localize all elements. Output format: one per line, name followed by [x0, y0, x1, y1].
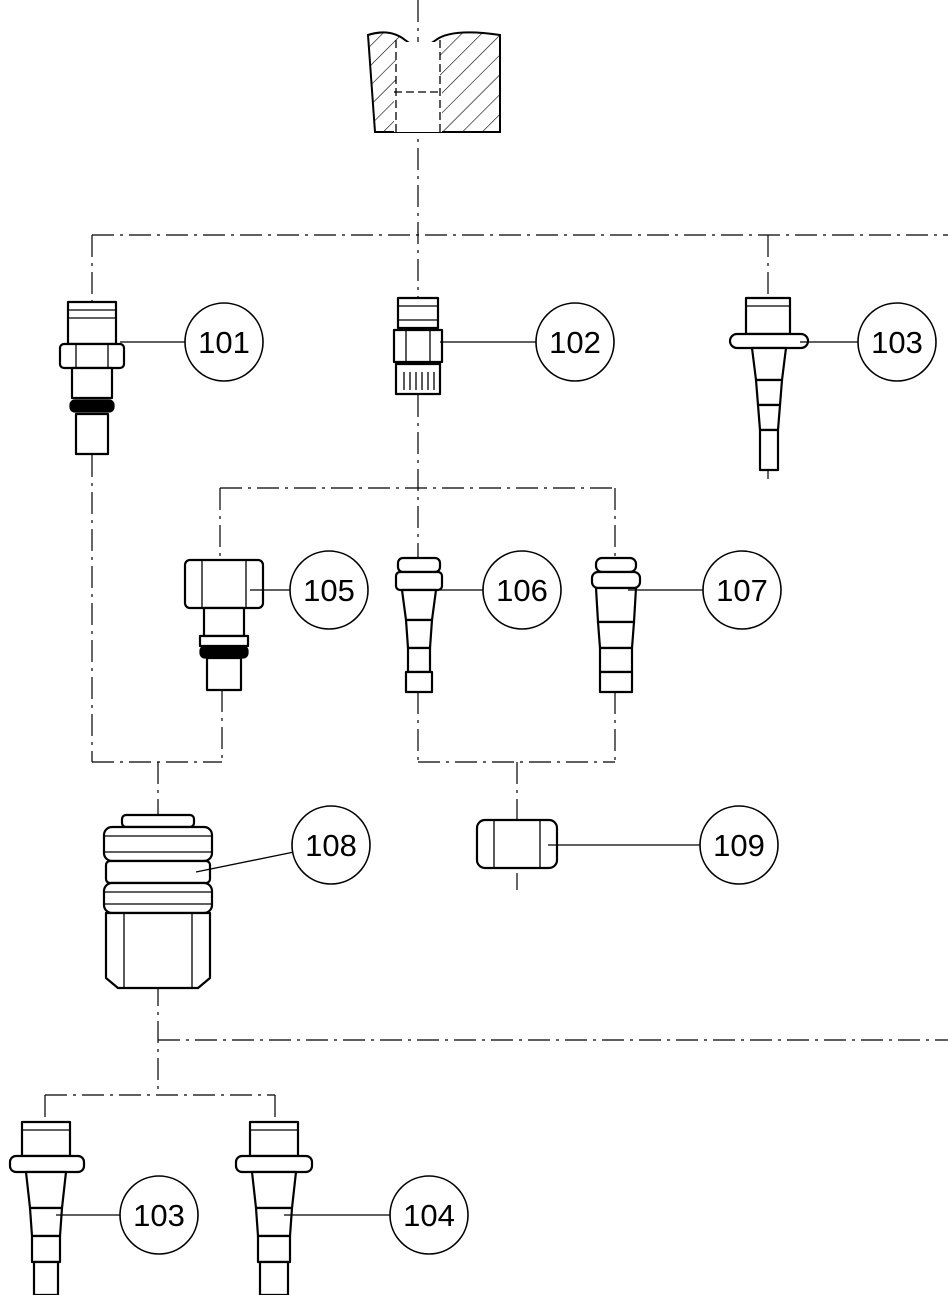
callout-label: 108	[305, 828, 357, 863]
callout-label: 103	[871, 325, 923, 360]
callout-label: 106	[496, 573, 548, 608]
hatched-section-port	[366, 31, 501, 133]
part-106	[394, 556, 444, 694]
connection-lines	[44, 0, 948, 1130]
callout-label: 109	[713, 828, 765, 863]
part-105	[183, 558, 265, 692]
part-109	[475, 818, 559, 870]
part-107	[590, 556, 642, 694]
callout-102: 102	[535, 302, 615, 382]
callout-107: 107	[702, 550, 782, 630]
callout-101: 101	[184, 302, 264, 382]
leader-lines	[56, 341, 858, 1216]
part-103-top	[728, 296, 810, 472]
callout-label: 101	[198, 325, 250, 360]
callout-106: 106	[482, 550, 562, 630]
callout-103-top: 103	[857, 302, 937, 382]
callout-label: 102	[549, 325, 601, 360]
part-101	[58, 300, 126, 456]
part-102	[392, 296, 444, 396]
callout-109: 109	[699, 805, 779, 885]
part-103-bottom	[8, 1120, 86, 1295]
callout-label: 103	[133, 1198, 185, 1233]
callout-104: 104	[389, 1175, 469, 1255]
callout-label: 107	[716, 573, 768, 608]
callout-105: 105	[289, 550, 369, 630]
part-104	[234, 1120, 314, 1295]
callout-label: 104	[403, 1198, 455, 1233]
callout-108: 108	[291, 805, 371, 885]
callout-103-bottom: 103	[119, 1175, 199, 1255]
part-108	[102, 813, 214, 990]
callout-label: 105	[303, 573, 355, 608]
